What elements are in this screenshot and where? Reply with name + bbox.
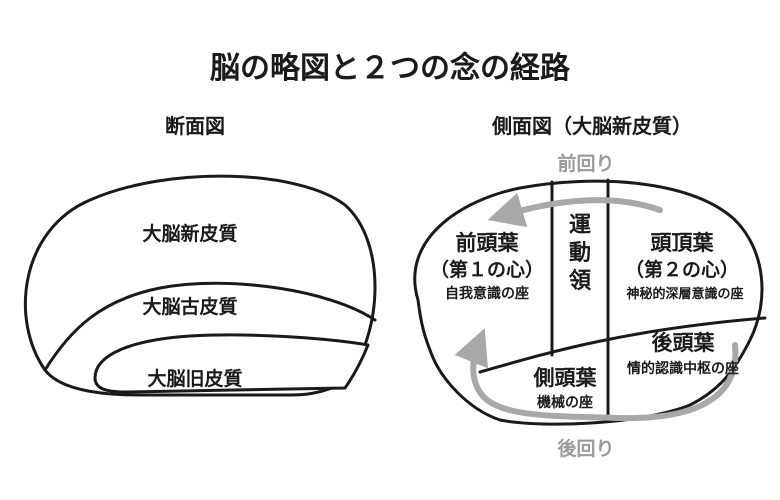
occipital-lobe-description: 情的認識中枢の座: [627, 360, 739, 377]
diagram-title: 脳の略図と２つの念の経路: [210, 51, 571, 86]
layer-neocortex-label: 大脳新皮質: [142, 222, 237, 245]
temporal-lobe-name: 側頭葉: [533, 365, 598, 390]
back-route-arrow: [454, 328, 739, 422]
layer-paleocortex-label: 大脳古皮質: [142, 295, 237, 318]
motor-area-glyph: 領: [569, 268, 592, 294]
side-view-heading: 側面図（大脳新皮質）: [491, 114, 692, 138]
motor-area-name: 運動領: [569, 212, 592, 294]
front-route-label: 前回り: [557, 152, 614, 175]
side-view-divider-diagonal: [478, 316, 767, 374]
cross-section-boundary-upper: [43, 281, 377, 372]
frontal-lobe-description: 自我意識の座: [445, 285, 529, 302]
cross-section-heading: 断面図: [165, 114, 225, 138]
parietal-lobe-subtitle: （第２の心）: [625, 258, 739, 281]
motor-area-glyph: 動: [569, 240, 591, 266]
occipital-lobe-name: 後頭葉: [652, 330, 716, 355]
motor-area-glyph: 運: [569, 212, 591, 238]
front-route-arrow: [487, 192, 663, 228]
parietal-lobe-description: 神秘的深層意識の座: [626, 286, 743, 302]
frontal-lobe-subtitle: （第１の心）: [430, 258, 544, 281]
back-route-label: 後回り: [557, 437, 614, 460]
parietal-lobe-name: 頭頂葉: [651, 230, 715, 255]
temporal-lobe-description: 機械の座: [537, 394, 593, 411]
frontal-lobe-name: 前頭葉: [456, 230, 520, 255]
layer-archicortex-label: 大脳旧皮質: [147, 367, 242, 390]
side-view-outline: [413, 179, 764, 426]
cross-section-archicortex: [93, 333, 370, 394]
